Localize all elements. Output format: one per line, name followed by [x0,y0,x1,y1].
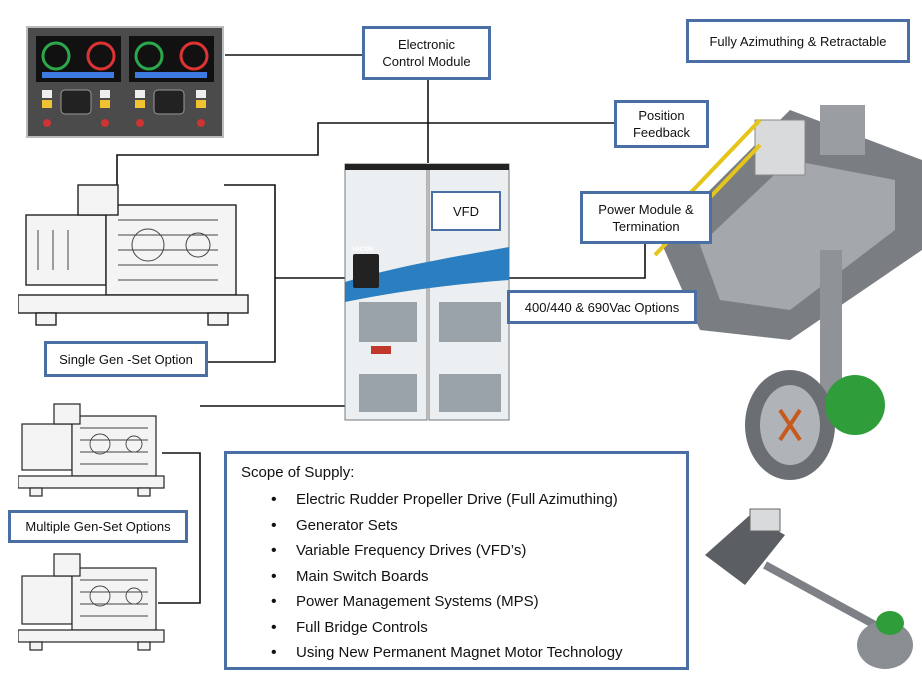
vac-options-label: 400/440 & 690Vac Options [507,290,697,324]
scope-title: Scope of Supply: [241,464,355,481]
vfd-brand-label: VACON [352,247,374,253]
vfd-text: VFD [453,203,479,219]
generator-set-image [18,184,249,326]
multi-gen-bracket [158,452,201,604]
position-feedback-text: Position Feedback [632,108,691,140]
multiple-gen-set-label: Multiple Gen-Set Options [8,510,188,543]
electronic-control-module-text: Electronic Control Module [382,37,471,69]
power-module-line [508,244,646,279]
scope-item: Generator Sets [271,513,672,539]
single-gen-set-label: Single Gen -Set Option [44,341,208,377]
vac-options-text: 400/440 & 690Vac Options [524,299,680,315]
single-gen-set-text: Single Gen -Set Option [59,351,193,367]
azimuth-thruster-image [653,105,922,480]
scope-item: Power Management Systems (MPS) [271,589,672,615]
scope-item: Variable Frequency Drives (VFD’s) [271,538,672,564]
single-gen-bracket [208,184,276,363]
fully-azimuthing-label: Fully Azimuthing & Retractable [686,19,910,63]
power-module-label: Power Module & Termination [580,191,712,244]
scope-item: Main Switch Boards [271,564,672,590]
generator-set-image-3 [18,553,165,651]
vfd-label: VFD [431,191,501,231]
power-module-text: Power Module & Termination [598,201,694,234]
scope-of-supply-box: Scope of Supply: Electric Rudder Propell… [224,451,689,670]
scope-list: Electric Rudder Propeller Drive (Full Az… [241,487,672,666]
fully-azimuthing-text: Fully Azimuthing & Retractable [709,33,887,49]
electronic-control-module-label: Electronic Control Module [362,26,491,80]
control-panel-image [26,26,224,138]
scope-item: Full Bridge Controls [271,615,672,641]
multiple-gen-set-text: Multiple Gen-Set Options [25,519,171,534]
retractable-thruster-image [705,508,913,669]
position-feedback-label: Position Feedback [614,100,709,148]
position-feedback-line [116,122,614,185]
scope-item: Using New Permanent Magnet Motor Technol… [271,640,672,666]
generator-set-image-2 [18,403,165,497]
scope-item: Electric Rudder Propeller Drive (Full Az… [271,487,672,513]
